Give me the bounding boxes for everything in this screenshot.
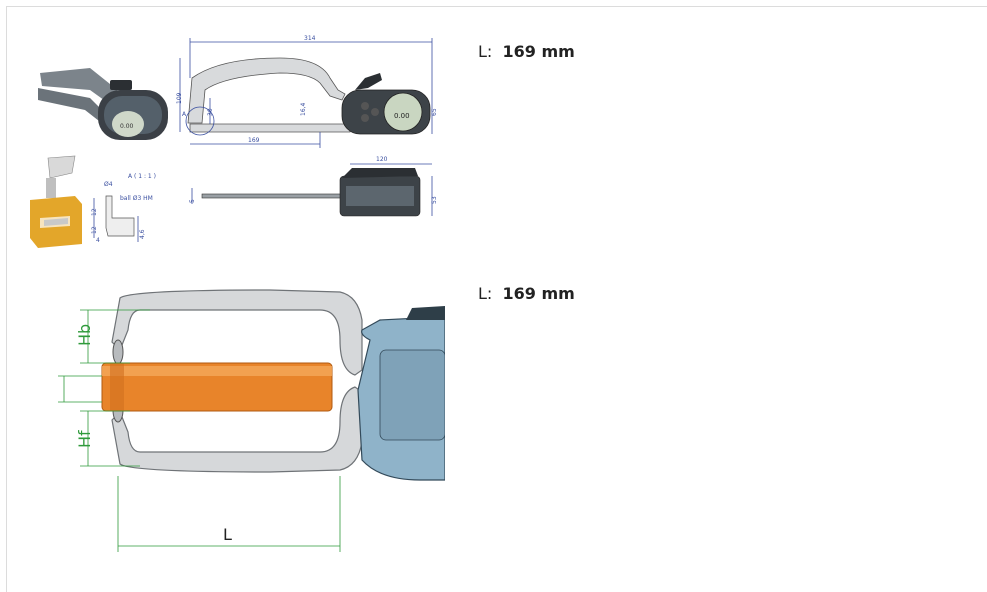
spec-length-top: L: 169 mm xyxy=(478,42,575,61)
dim-109: 109 xyxy=(176,92,183,104)
caliper-technical-drawing: 0.00 0.00 314 109 30 16,4 65 169 A xyxy=(30,35,438,248)
content-frame xyxy=(6,6,987,592)
caliper-top-view: 120 53 5 xyxy=(189,156,438,217)
top-dimensions: 314 109 30 16,4 65 169 A xyxy=(176,35,438,148)
dim-53: 53 xyxy=(431,196,438,204)
detail-title: A ( 1 : 1 ) xyxy=(128,173,156,180)
dim-169: 169 xyxy=(248,137,260,144)
display-value: 0.00 xyxy=(394,112,410,120)
dim-16-4: 16,4 xyxy=(300,102,307,116)
dim-12a: 12 xyxy=(91,208,98,216)
detail-a-drawing: A ( 1 : 1 ) Ø4 ball Ø3 HM 12 12 4 4,6 xyxy=(91,173,156,244)
detail-marker-a: A xyxy=(182,111,187,118)
dim-5: 5 xyxy=(189,199,196,203)
measurement-diagram: Hb Hf L xyxy=(58,289,445,552)
dim-65: 65 xyxy=(431,108,438,116)
caliper-3d-render: 0.00 xyxy=(38,68,168,140)
label-l: L xyxy=(223,525,232,544)
dim-4: 4 xyxy=(96,237,100,244)
dim-30: 30 xyxy=(207,108,214,116)
dim-120: 120 xyxy=(376,156,388,163)
caliper-jaws xyxy=(111,289,363,473)
spec-value: 169 mm xyxy=(502,42,575,61)
svg-text:0.00: 0.00 xyxy=(120,123,134,130)
caliper-side-view: 0.00 xyxy=(185,57,431,136)
measuring-anvil-render xyxy=(30,155,82,248)
dim-12b: 12 xyxy=(91,226,98,234)
label-hb: Hb xyxy=(75,324,94,346)
spec-label: L: xyxy=(478,42,493,61)
diagram-dimensions: Hb Hf L xyxy=(58,309,341,552)
label-hf: Hf xyxy=(75,430,94,448)
dim-d4: Ø4 xyxy=(104,181,113,188)
spec-label: L: xyxy=(478,284,493,303)
dim-314: 314 xyxy=(304,35,316,42)
spec-length-bottom: L: 169 mm xyxy=(478,284,575,303)
ball-note: ball Ø3 HM xyxy=(120,195,153,202)
spec-value: 169 mm xyxy=(502,284,575,303)
dim-4-6: 4,6 xyxy=(139,229,146,239)
